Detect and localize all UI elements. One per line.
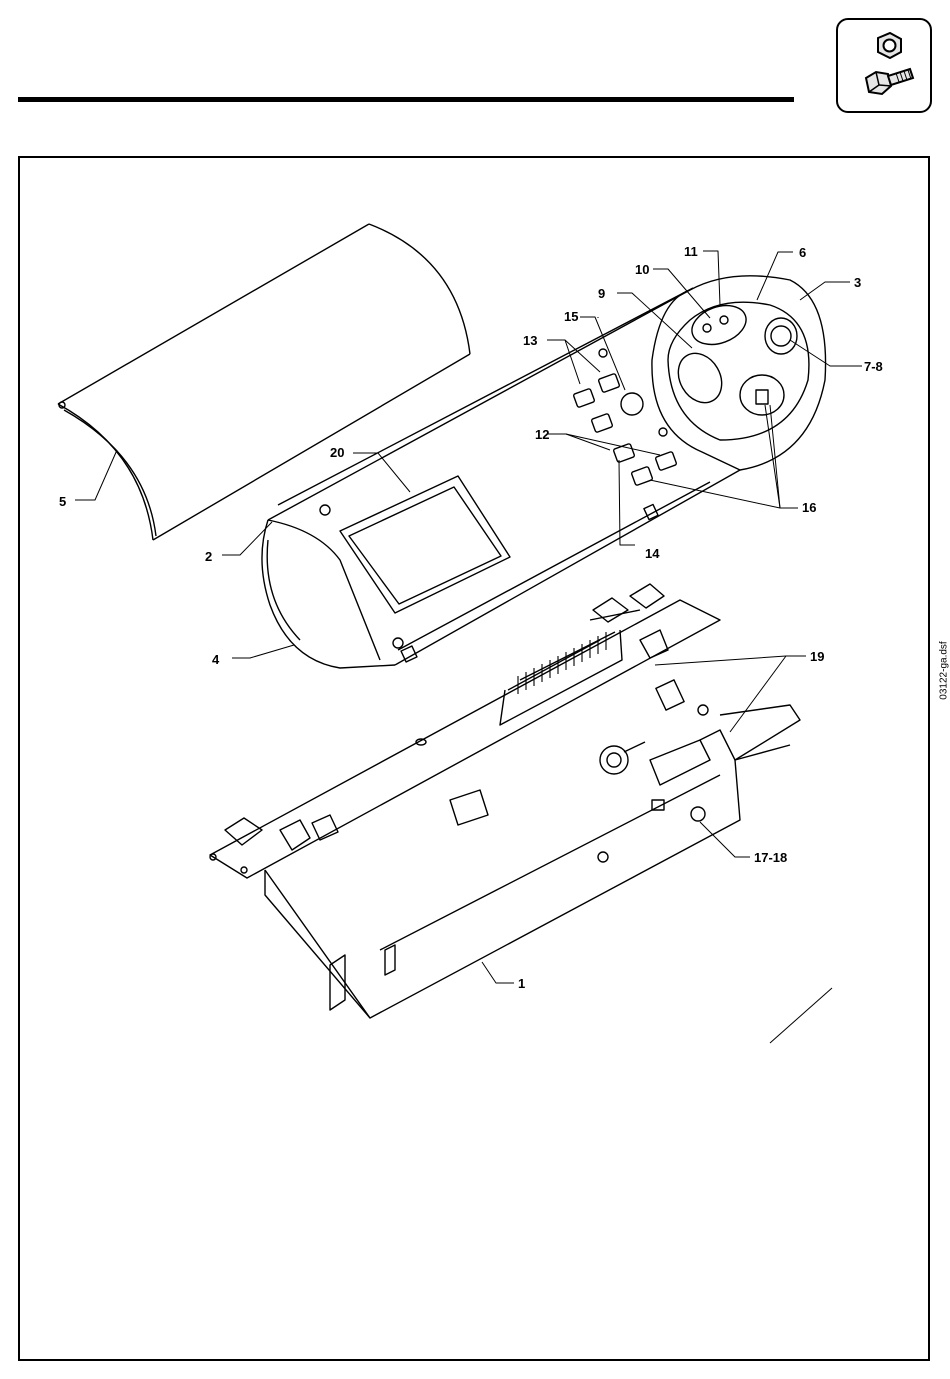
display-window [340, 476, 510, 613]
callout-6: 6 [799, 245, 806, 260]
terminal-pins [518, 632, 606, 694]
callout-16: 16 [802, 500, 816, 515]
circuit-board [210, 584, 720, 878]
callout-17-18: 17-18 [754, 850, 787, 865]
callout-11: 11 [684, 244, 698, 259]
callout-19: 19 [810, 649, 824, 664]
callout-5: 5 [59, 494, 66, 509]
callout-7-8: 7-8 [864, 359, 883, 374]
callout-15: 15 [564, 309, 578, 324]
callout-3: 3 [854, 275, 861, 290]
cover-shell [58, 224, 470, 540]
callout-10: 10 [635, 262, 649, 277]
callout-2: 2 [205, 549, 212, 564]
chassis-tray [210, 705, 800, 1018]
callout-20: 20 [330, 445, 344, 460]
callout-1: 1 [518, 976, 525, 991]
dial-housing [652, 276, 826, 470]
panel-buttons [573, 373, 677, 485]
leader-lines [75, 251, 862, 1043]
callout-12: 12 [535, 427, 549, 442]
control-panel-body [262, 288, 740, 668]
callout-13: 13 [523, 333, 537, 348]
callout-4: 4 [212, 652, 220, 667]
callout-9: 9 [598, 286, 605, 301]
callout-labels: 1 2 3 4 5 6 7-8 9 10 11 12 13 14 15 16 1… [59, 244, 883, 991]
callout-14: 14 [645, 546, 660, 561]
